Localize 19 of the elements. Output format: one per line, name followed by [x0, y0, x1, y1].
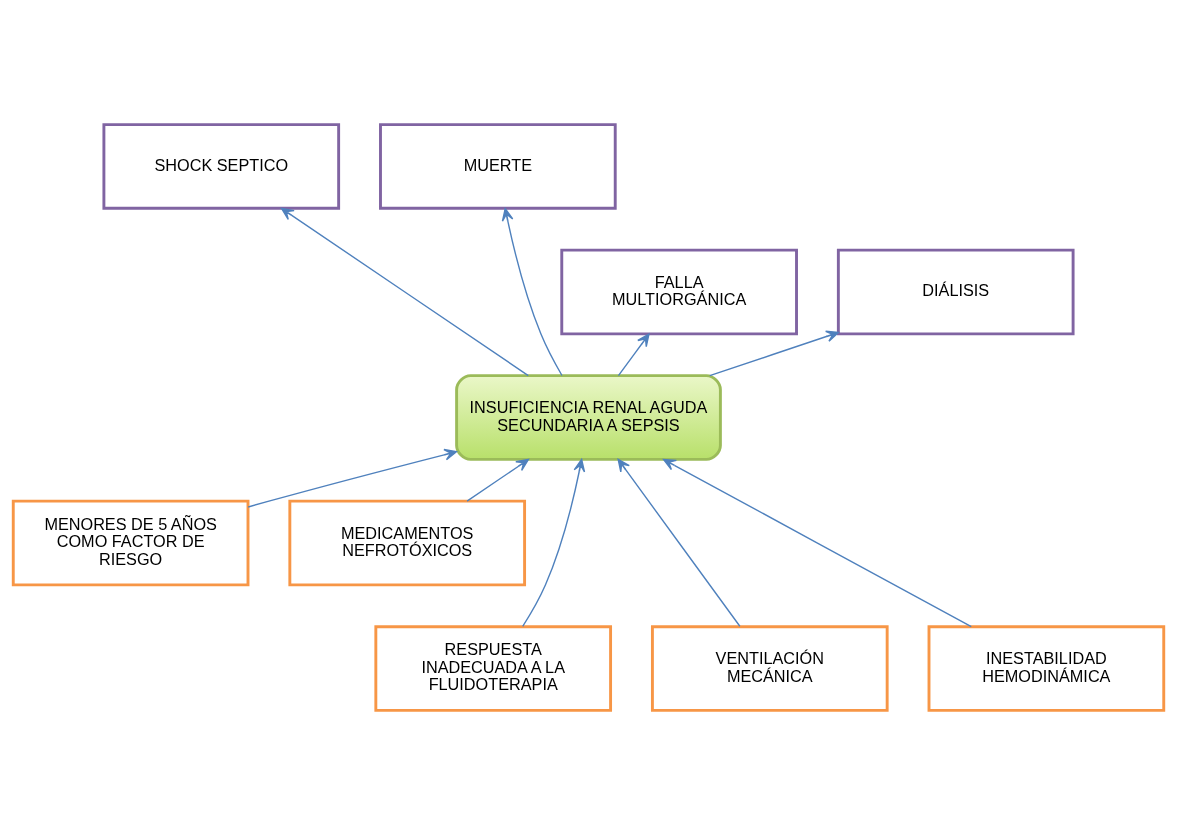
- arrow: [662, 458, 972, 627]
- arrow: [709, 330, 840, 376]
- node-box: FALLA MULTIORGÁNICA: [560, 248, 798, 335]
- arrow: [617, 458, 741, 627]
- node-box: MUERTE: [379, 122, 617, 210]
- node-box: MEDICAMENTOS NEFROTÓXICOS: [288, 499, 527, 586]
- arrow: [617, 333, 650, 376]
- node-box: RESPUESTA INADECUADA A LA FLUIDOTERAPIA: [374, 624, 613, 712]
- arrow: [501, 207, 563, 376]
- node-box: MENORES DE 5 AÑOS COMO FACTOR DE RIESGO: [11, 499, 250, 586]
- arrow: [280, 207, 529, 376]
- node-box: SHOCK SEPTICO: [102, 122, 341, 210]
- node-box: INESTABILIDAD HEMODINÁMICA: [927, 624, 1166, 712]
- node-box: DIÁLISIS: [836, 248, 1075, 335]
- arrow: [247, 448, 458, 508]
- arrow: [466, 458, 530, 502]
- node-box: VENTILACIÓN MECÁNICA: [650, 624, 889, 712]
- arrow: [522, 458, 586, 627]
- node-box: INSUFICIENCIA RENAL AGUDA SECUNDARIA A SEPSIS: [455, 373, 722, 461]
